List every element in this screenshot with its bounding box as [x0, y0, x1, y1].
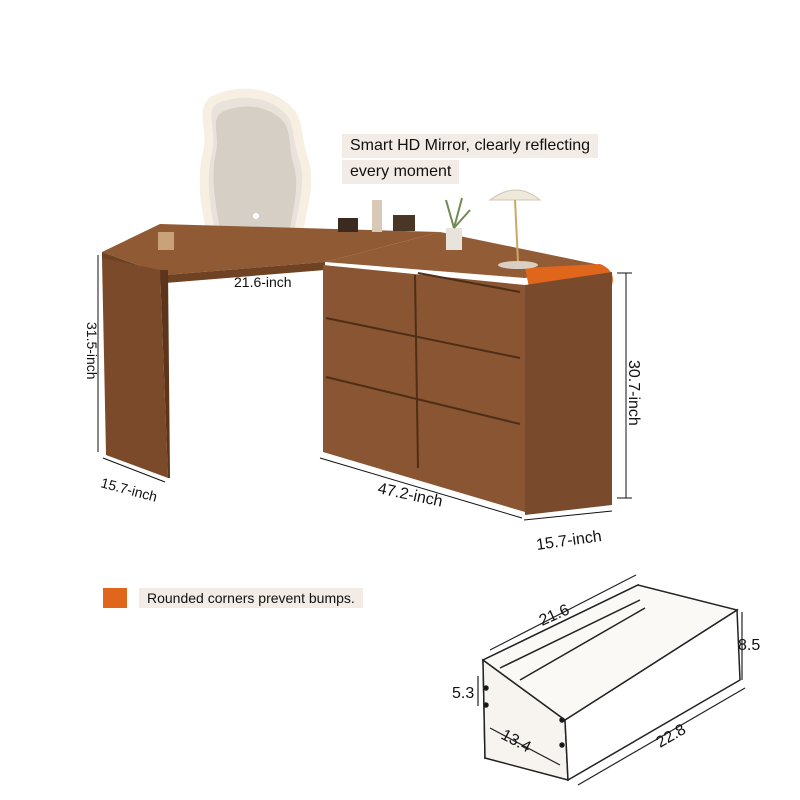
drawer-diagram — [481, 583, 741, 782]
dresser-depth-label: 15.7-inch — [535, 528, 603, 554]
desk-top — [102, 224, 440, 275]
mirror-callout-line-1: Smart HD Mirror, clearly reflecting — [342, 134, 599, 158]
desk-depth-label: 15.7-inch — [99, 474, 159, 504]
dresser-front — [323, 265, 525, 512]
desk-height-label: 31.5-inch — [84, 322, 100, 380]
top-width-label: 21.6-inch — [234, 274, 292, 290]
dresser-height-label: 30.7-inch — [625, 360, 642, 426]
drawer-inner-height-label: 5.3 — [452, 685, 474, 702]
touch-sensor-icon — [253, 213, 259, 219]
dresser-side — [525, 272, 612, 515]
drawer-outer-height-label: 8.5 — [738, 637, 760, 654]
desk-leg — [102, 258, 168, 478]
decor-items — [158, 189, 542, 269]
orange-swatch-icon — [103, 588, 127, 608]
dimension-lines — [97, 255, 632, 521]
mirror-callout-line-2: every moment — [342, 160, 460, 184]
legend-label: Rounded corners prevent bumps. — [139, 588, 363, 608]
rounded-corner-legend: Rounded corners prevent bumps. — [103, 587, 363, 609]
smart-mirror — [199, 88, 312, 245]
